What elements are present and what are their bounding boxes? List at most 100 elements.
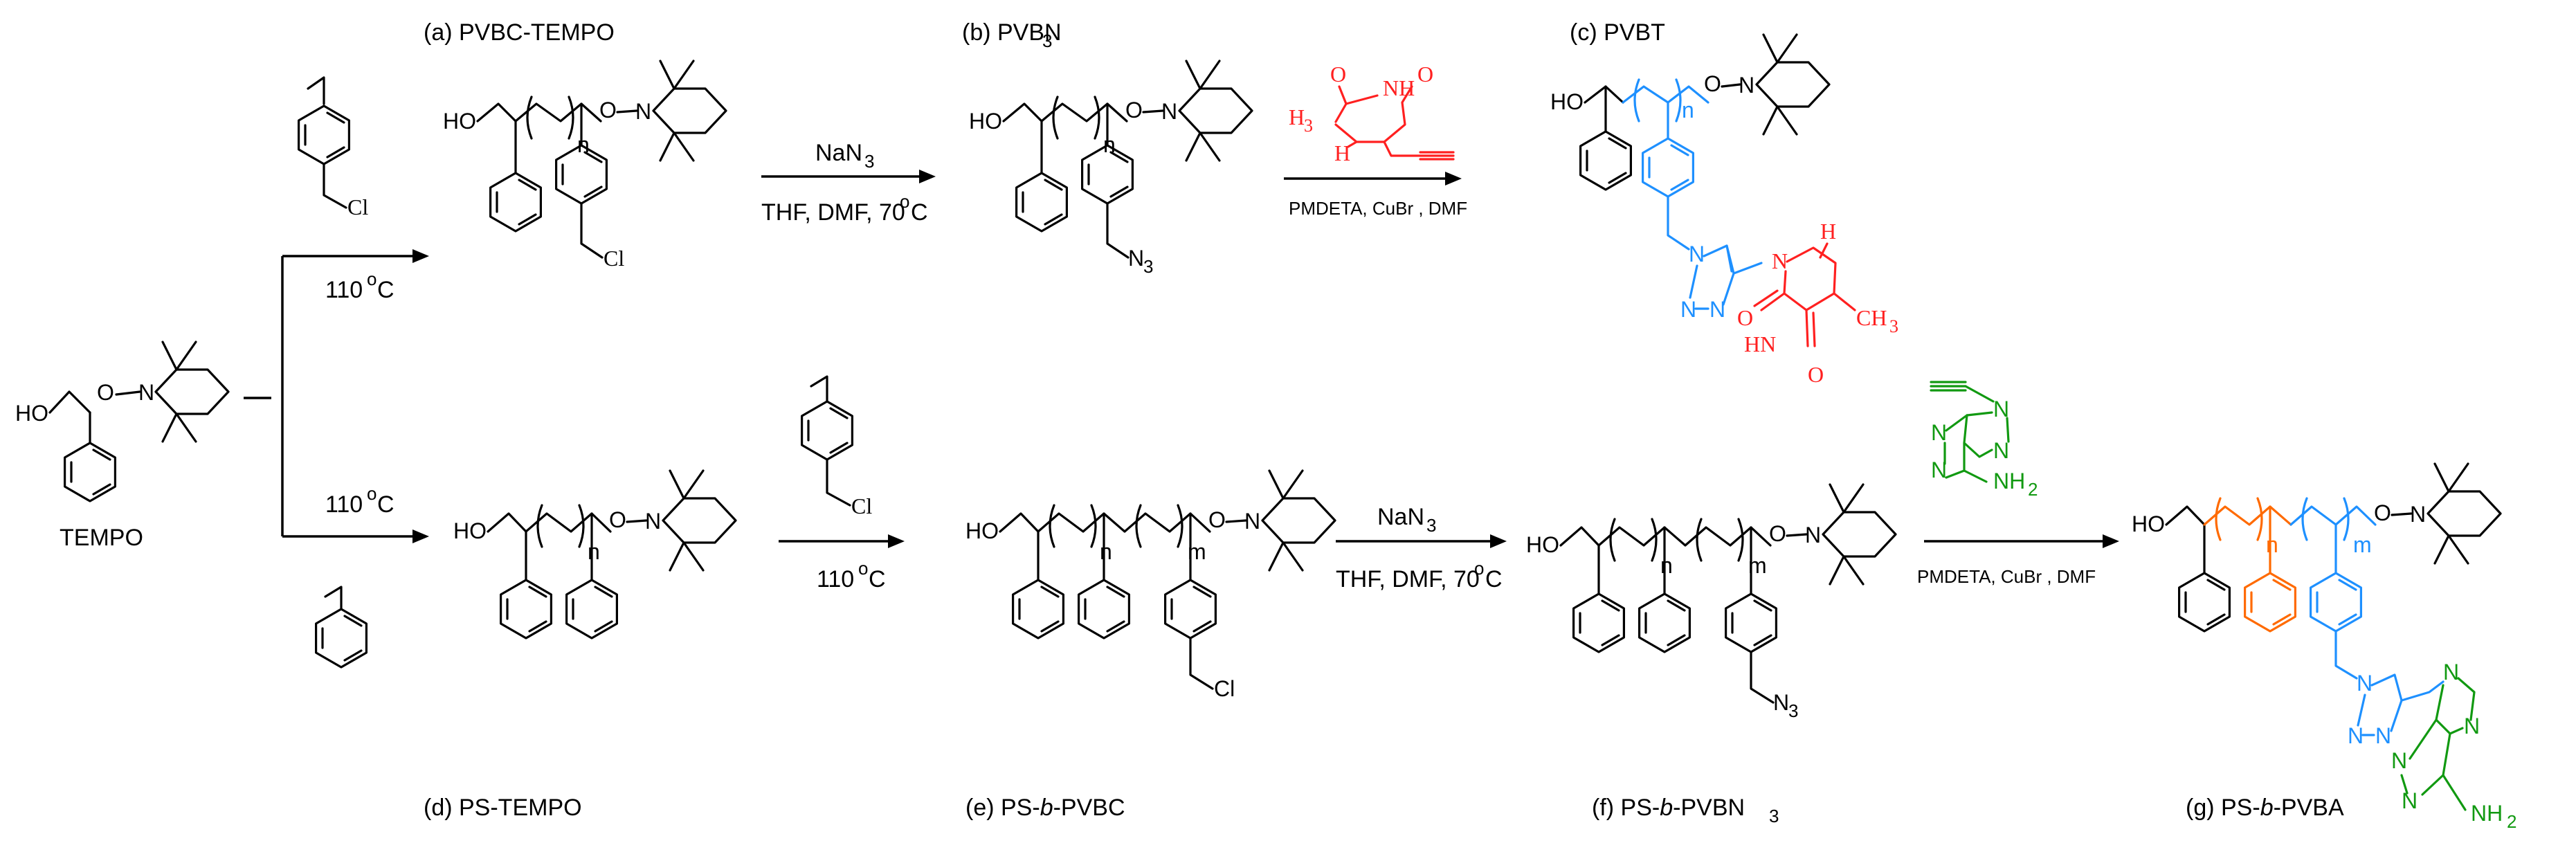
thy-H-c: H	[1820, 219, 1836, 244]
propargyl-thymine-reagent: O NH O H 3 H	[1289, 62, 1455, 165]
atom-m-f: m	[1748, 553, 1767, 578]
cond-c-a: C	[377, 277, 394, 303]
atom-Cl-vbc2: Cl	[851, 493, 872, 518]
triazole-N2-g: N	[2348, 723, 2364, 748]
ade-N7: N	[1993, 438, 2009, 463]
compound-e-ps-b-pvbc: HO Cl n m O N (e) PS-b-PVBC	[965, 469, 1336, 821]
atom-O-b: O	[1125, 98, 1143, 123]
triazole-N1-g: N	[2357, 671, 2373, 696]
thy-HN-c: HN	[1744, 332, 1776, 356]
atom-Cl-e: Cl	[1214, 676, 1235, 701]
styrene-monomer-bottom: 110 o C	[315, 483, 394, 669]
thy-H3C: H	[1289, 105, 1305, 129]
cond-deg-1: o	[900, 191, 909, 212]
ade-NH2: NH	[1993, 469, 2025, 493]
cond-c-d: C	[377, 491, 394, 518]
ade-N1-g: N	[2402, 788, 2418, 813]
atom-m-g: m	[2353, 532, 2372, 557]
atom-HO-e: HO	[965, 518, 999, 543]
atom-m-e: m	[1188, 539, 1206, 564]
atom-HO-d: HO	[453, 518, 487, 543]
atom-N: N	[138, 380, 154, 405]
vbc-monomer-top: Cl 110 o C	[298, 76, 394, 303]
cond-temp-d: 110	[325, 491, 363, 518]
atom-HO-c: HO	[1550, 89, 1584, 114]
ade-NH2-sub-g: 2	[2507, 811, 2516, 832]
arrow-d-to-e: Cl 110 o C	[779, 375, 905, 592]
compound-d-ps-tempo: HO n O N (d) PS-TEMPO	[424, 469, 737, 821]
label-g: (g) PS-b-PVBA	[2186, 795, 2344, 821]
label-b: (b) PVBN	[962, 19, 1062, 46]
atom-O-f: O	[1769, 521, 1786, 546]
compound-a-pvbc-tempo: (a) PVBC-TEMPO HO Cl n O N	[424, 19, 727, 271]
thy-O2: O	[1417, 62, 1433, 87]
cond-deg-e: o	[858, 558, 868, 579]
atom-O: O	[97, 380, 114, 405]
cond-solv-2: THF, DMF, 70	[1336, 566, 1480, 592]
atom-N-d: N	[645, 509, 661, 534]
ade-N1: N	[1931, 457, 1947, 482]
label-f: (f) PS-b-PVBN	[1592, 795, 1745, 821]
tempo-initiator: HO O N TEMPO	[15, 341, 230, 551]
cond-c-2: C	[1485, 566, 1503, 592]
atom-O-a: O	[599, 98, 617, 123]
atom-N-c: N	[1739, 73, 1754, 98]
cond-nan3-2: NaN	[1377, 504, 1424, 530]
thy-H3C-sub: 3	[1304, 116, 1313, 136]
thy-NH: NH	[1383, 75, 1415, 100]
atom-HO: HO	[15, 401, 48, 426]
atom-O-c: O	[1704, 71, 1721, 96]
ade-N9-g: N	[2443, 660, 2459, 685]
cond-deg-2: o	[1474, 558, 1484, 579]
triazole-N1-c: N	[1689, 242, 1705, 266]
cond-click-1: PMDETA, CuBr , DMF	[1289, 198, 1467, 219]
atom-N-a: N	[635, 99, 651, 124]
thy-O1: O	[1330, 62, 1346, 87]
atom-N-f: N	[1805, 523, 1821, 547]
ade-N3-g: N	[2391, 748, 2407, 773]
cond-deg-a: o	[367, 269, 377, 289]
atom-n-b: n	[1103, 132, 1116, 157]
atom-O-d: O	[609, 507, 626, 532]
atom-N-b: N	[1161, 99, 1177, 124]
label-a: (a) PVBC-TEMPO	[424, 19, 615, 46]
thy-N-c: N	[1772, 248, 1788, 273]
thy-H: H	[1334, 141, 1350, 165]
label-f-sub: 3	[1769, 806, 1779, 826]
thy-CH3-c: CH	[1856, 305, 1887, 330]
label-d: (d) PS-TEMPO	[424, 795, 582, 821]
cond-nan3-1: NaN	[815, 140, 862, 166]
atom-HO-g: HO	[2132, 511, 2165, 536]
thy-CH3-sub-c: 3	[1889, 316, 1898, 336]
ade-N3: N	[1931, 420, 1947, 445]
arrow-f-to-g: PMDETA, CuBr , DMF	[1917, 534, 2119, 587]
atom-Cl-a: Cl	[604, 246, 624, 271]
compound-c-pvbt: (c) PVBT HO n O N N N N N H CH 3 O HN O	[1550, 19, 1898, 387]
cond-deg-d: o	[367, 483, 377, 504]
triazole-N3-g: N	[2375, 723, 2391, 748]
label-e: (e) PS-b-PVBC	[965, 795, 1125, 821]
atom-HO-f: HO	[1526, 532, 1559, 557]
compound-f-ps-b-pvbn3: HO N 3 n m O N (f) PS-b-PVBN 3	[1526, 483, 1897, 826]
atom-HO-a: HO	[443, 109, 476, 134]
atom-n-f: n	[1660, 553, 1673, 578]
cond-click-2: PMDETA, CuBr , DMF	[1917, 566, 2096, 587]
cond-c-e: C	[869, 566, 886, 592]
cond-c-1: C	[911, 199, 928, 226]
atom-O-g: O	[2374, 500, 2391, 525]
atom-N3-f-sub: 3	[1788, 700, 1798, 721]
compound-b-pvbn3: (b) PVBN 3 HO N 3 n O N	[962, 19, 1253, 277]
atom-n-g: n	[2266, 532, 2278, 557]
atom-n-c: n	[1682, 98, 1694, 123]
atom-n-a: n	[577, 132, 590, 157]
cond-nan3-2-sub: 3	[1426, 515, 1436, 536]
atom-N3-b: N	[1128, 246, 1144, 271]
branch-arrows	[244, 249, 429, 543]
atom-N-g: N	[2410, 502, 2426, 527]
label-c: (c) PVBT	[1570, 19, 1665, 46]
atom-O-e: O	[1208, 507, 1226, 532]
atom-Cl: Cl	[347, 194, 368, 219]
ade-NH2-sub: 2	[2028, 479, 2038, 500]
ade-N7-g: N	[2464, 714, 2480, 738]
arrow-e-to-f: NaN 3 THF, DMF, 70 o C	[1336, 504, 1507, 592]
